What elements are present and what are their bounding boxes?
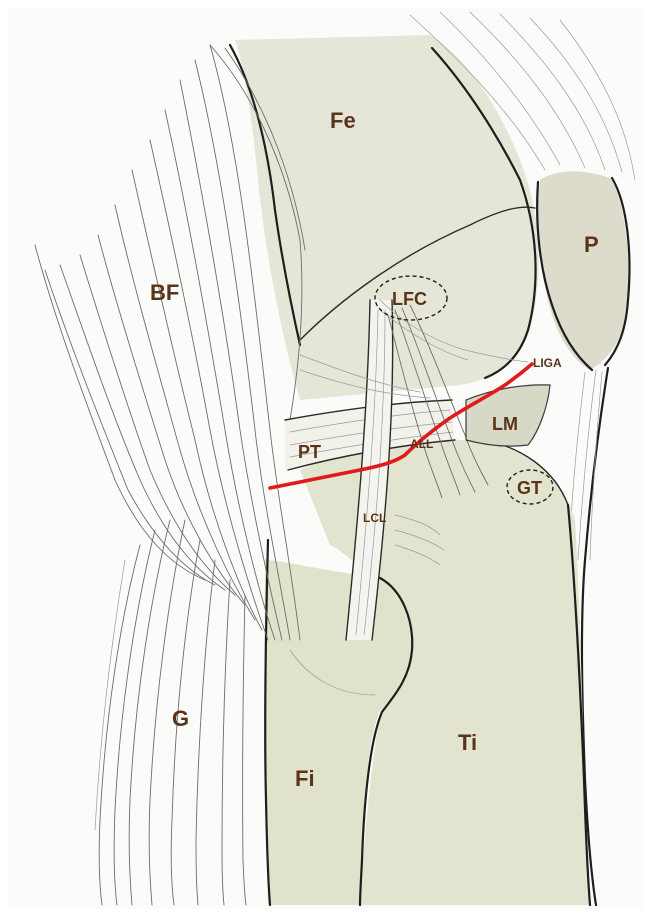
label-p: P [584,232,599,257]
label-lfc: LFC [392,289,427,309]
label-pt: PT [298,442,321,462]
label-g: G [172,706,189,731]
label-bf: BF [150,280,179,305]
label-ti: Ti [458,730,477,755]
label-all: ALL [410,437,433,451]
label-lm: LM [492,414,518,434]
label-gt: GT [517,478,542,498]
label-lcl: LCL [363,511,386,525]
label-fi: Fi [295,766,315,791]
label-fe: Fe [330,108,356,133]
label-liga: LIGA [533,356,562,370]
